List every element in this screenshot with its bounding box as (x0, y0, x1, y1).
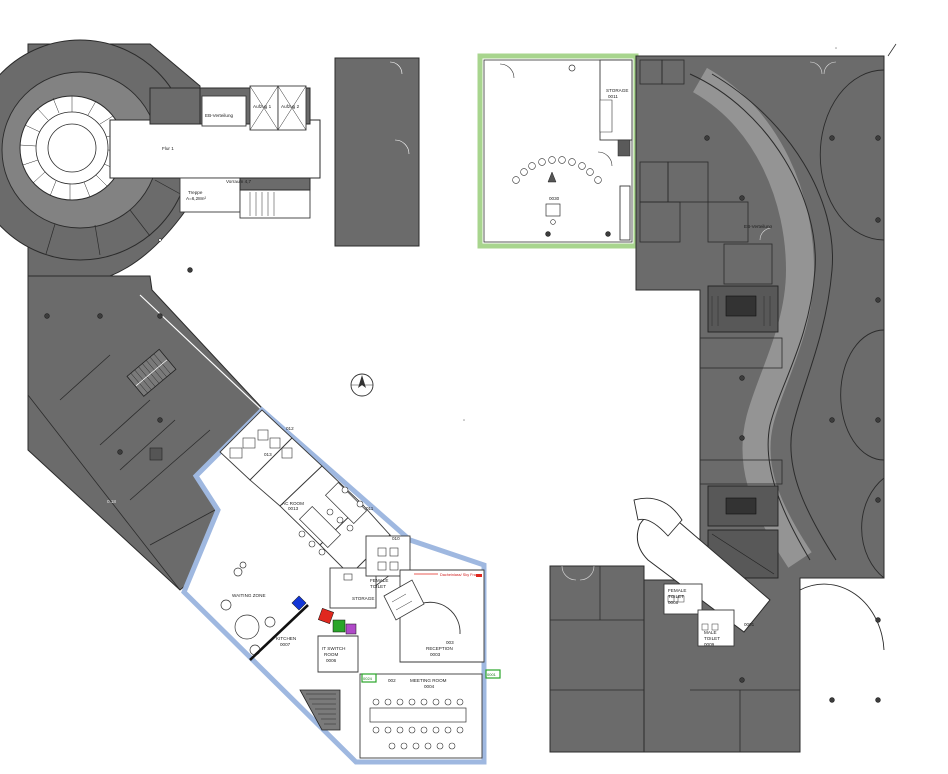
room-label-012: 012 (286, 426, 294, 431)
room-label-002: 002 (388, 678, 396, 683)
room-label-kitchen-no: 0007 (280, 642, 291, 647)
room-label-it-switch: IT SWITCH (322, 646, 345, 651)
room-label-male-right-2: TOILET (704, 636, 720, 641)
equipment-purple-marker (345, 623, 357, 635)
green-tag-2: 0001 (487, 672, 497, 677)
room-label-storage-top: STORAGE (606, 88, 628, 93)
room-label-male-right-no: 0009 (704, 642, 715, 647)
room-label-018: 0.18 (107, 499, 116, 504)
room-label-0030: 0030 (549, 196, 560, 201)
room-label-eb-verteilung-2: EB-Verteilung (744, 224, 773, 229)
room-label-male-right: MALE (704, 630, 717, 635)
room-label-storage-mid: STORAGE (352, 596, 374, 601)
north-arrow-icon (350, 373, 374, 397)
room-label-0001: 0001 (744, 622, 755, 627)
equipment-blue-marker (291, 595, 307, 611)
toilet-corridor: FEMALE TOILET 0008 MALE TOILET 0009 0001 (633, 497, 771, 647)
room-label-it-switch-no: 0006 (326, 658, 337, 663)
room-label-003: 003 (446, 640, 454, 645)
room-label-ac-room-no: 0013 (288, 506, 299, 511)
room-label-treppe: Treppe (188, 190, 203, 195)
room-label-female-right-no: 0008 (668, 600, 679, 605)
room-label-ac-room: AC ROOM (282, 501, 304, 506)
room-label-eb-verteilung-1: EB-Verteilung (205, 113, 234, 118)
room-label-aufzug-1: Aufzug 1 (253, 104, 272, 109)
room-label-011: 011 (366, 506, 374, 511)
room-label-storage-top-no: 0011 (608, 94, 618, 99)
green-tag-box-2 (485, 669, 501, 679)
room-label-reception-no: 0003 (430, 652, 441, 657)
room-label-treppe-area: A=6,28m² (186, 196, 207, 201)
room-label-aufzug-2: Aufzug 2 (281, 104, 300, 109)
green-tag-box-1 (361, 673, 377, 683)
green-tag-1: 0024 (363, 676, 373, 681)
diagonal-wing: 0.18 (27, 275, 263, 591)
room-label-meeting-room-no: 0004 (424, 684, 435, 689)
room-label-vorraum: Vorraum 4,7 (226, 179, 251, 184)
room-label-female-right: FEMALE (668, 588, 686, 593)
blue-area: 013 AC ROOM 0013 WAITING ZONE KITCHEN 00… (181, 406, 501, 765)
room-label-kitchen: KITCHEN (276, 636, 296, 641)
equipment-green-marker (332, 619, 346, 633)
room-label-reception: RECEPTION (426, 646, 453, 651)
room-label-flur-1: Flur 1 (162, 146, 174, 151)
red-arrow-marker (476, 574, 482, 577)
room-label-female-right-2: TOILET (668, 594, 684, 599)
room-label-meeting-room: MEETING ROOM (410, 678, 447, 683)
room-label-female-toilet-2: TOILET (370, 584, 386, 589)
green-area: STORAGE 0011 0030 (477, 53, 639, 249)
room-label-010: 010 (392, 536, 400, 541)
room-label-waiting-zone: WAITING ZONE (232, 593, 266, 598)
room-label-female-toilet: FEMALE (370, 578, 388, 583)
room-label-013: 013 (264, 452, 272, 457)
annotation-red-note: Dacheinlass/ Sky Frame (440, 573, 481, 577)
room-label-it-switch-room: ROOM (324, 652, 338, 657)
equipment-red-marker (317, 607, 335, 625)
left-wing: EB-Verteilung Aufzug 1 Aufzug 2 Flur 1 V… (0, 39, 420, 277)
